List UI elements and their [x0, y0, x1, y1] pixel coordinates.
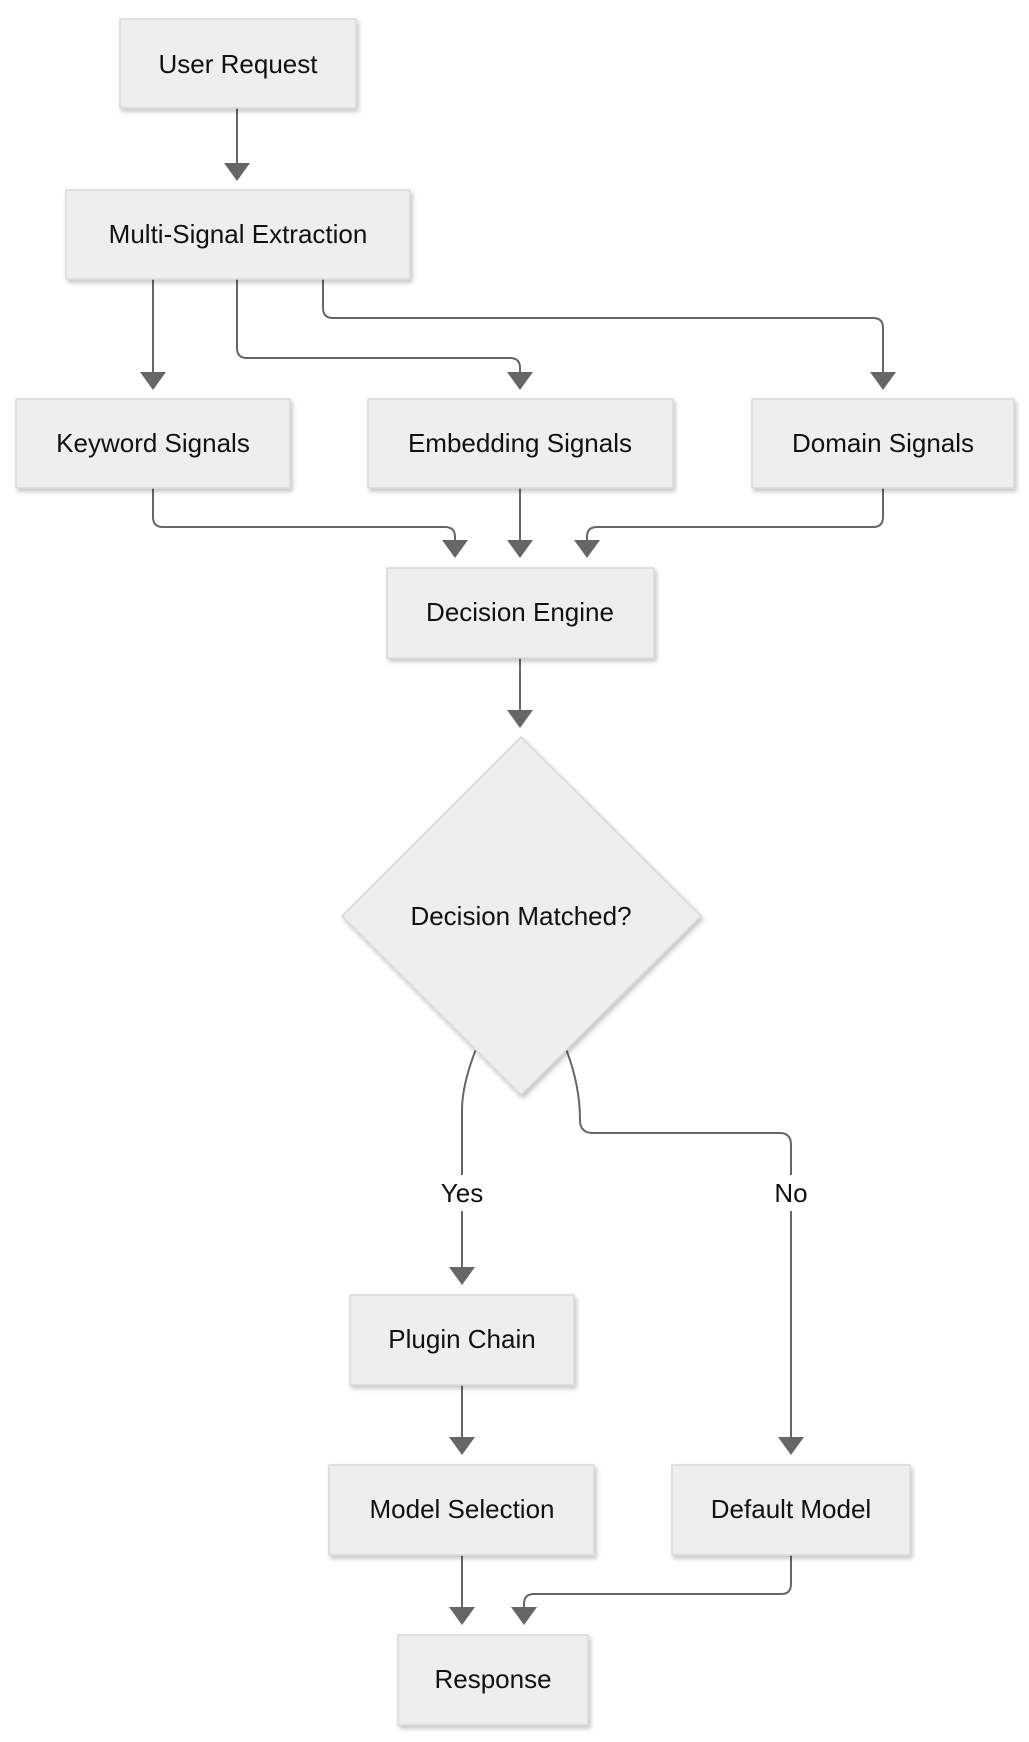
- edge-extraction-to-embedding: [236, 279, 533, 390]
- node-label: User Request: [159, 49, 319, 79]
- edge-decision-matched-to-plugin-chain: [449, 1048, 477, 1285]
- edge-default-model-to-response: [511, 1555, 792, 1625]
- node-decision-matched: Decision Matched?: [340, 735, 703, 1097]
- edge-label-no: No: [766, 1175, 816, 1211]
- edge-user-request-to-extraction: [224, 108, 250, 181]
- edge-decision-engine-to-decision-matched: [507, 658, 533, 728]
- node-embedding-signals: Embedding Signals: [367, 398, 674, 489]
- node-label: Response: [434, 1664, 551, 1694]
- node-label: Default Model: [711, 1494, 871, 1524]
- edge-embedding-to-decision-engine: [507, 488, 533, 558]
- edge-extraction-to-domain: [322, 279, 896, 390]
- edge-decision-matched-to-default-model: [565, 1048, 804, 1455]
- node-decision-engine: Decision Engine: [386, 567, 655, 659]
- node-label: Decision Engine: [426, 597, 614, 627]
- node-model-selection: Model Selection: [328, 1464, 595, 1556]
- node-response: Response: [397, 1634, 589, 1726]
- node-multi-signal-extraction: Multi-Signal Extraction: [65, 189, 411, 280]
- node-default-model: Default Model: [671, 1464, 911, 1556]
- node-label: Embedding Signals: [408, 428, 632, 458]
- node-label: Keyword Signals: [56, 428, 250, 458]
- node-user-request: User Request: [119, 18, 357, 109]
- edge-label-yes: Yes: [432, 1175, 492, 1211]
- edge-model-selection-to-response: [449, 1555, 475, 1625]
- node-domain-signals: Domain Signals: [751, 398, 1015, 489]
- node-label: Model Selection: [370, 1494, 555, 1524]
- yes-label: Yes: [441, 1178, 483, 1208]
- no-label: No: [774, 1178, 807, 1208]
- edge-plugin-chain-to-model-selection: [449, 1385, 475, 1455]
- node-label: Plugin Chain: [388, 1324, 535, 1354]
- node-plugin-chain: Plugin Chain: [349, 1294, 575, 1386]
- node-label: Decision Matched?: [410, 901, 631, 931]
- node-label: Multi-Signal Extraction: [109, 219, 368, 249]
- node-keyword-signals: Keyword Signals: [15, 398, 291, 489]
- edge-domain-to-decision-engine: [574, 488, 884, 558]
- edge-keyword-to-decision-engine: [152, 488, 468, 558]
- node-label: Domain Signals: [792, 428, 974, 458]
- edge-extraction-to-keyword: [140, 279, 166, 390]
